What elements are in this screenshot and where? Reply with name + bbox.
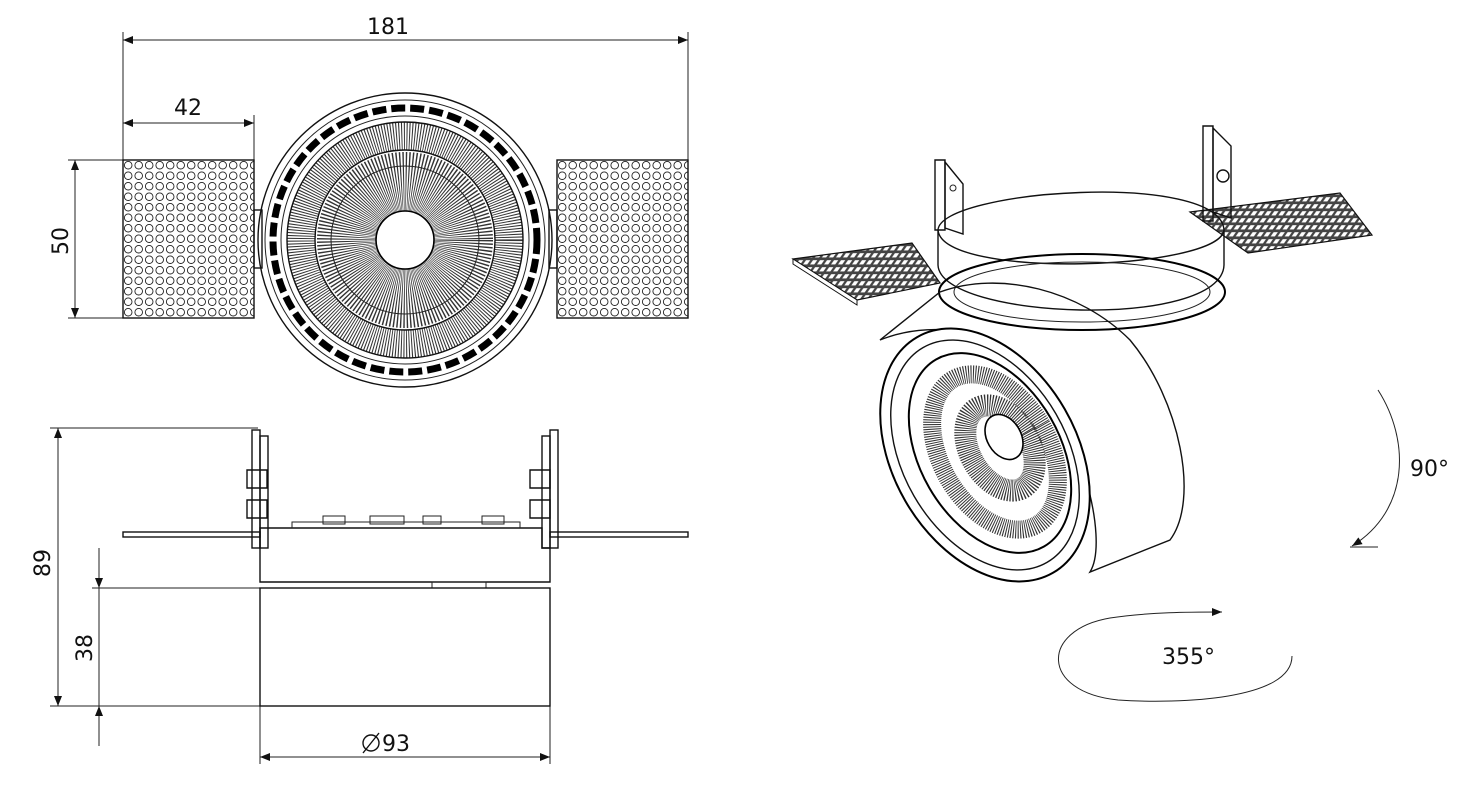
left-mounting-panel: [122, 159, 263, 319]
tilt-indicator: 90°: [1350, 389, 1449, 548]
iso-ring: [937, 191, 1226, 331]
diameter-label: 93: [382, 732, 410, 757]
housing-upper: [259, 515, 551, 589]
dimension-head-height: 38: [73, 548, 260, 746]
head-height-label: 38: [73, 634, 98, 662]
dimension-diameter: 93: [259, 706, 551, 764]
dimension-overall-height: 89: [31, 427, 260, 707]
diameter-symbol: [362, 732, 380, 754]
panel-height-label: 50: [49, 227, 74, 255]
dimension-panel-width: 42: [123, 96, 255, 160]
pan-indicator: 355°: [1058, 608, 1293, 702]
top-view: 181 42 50: [49, 15, 689, 388]
iso-left-grill: [791, 242, 942, 306]
side-view: 89 38 93: [31, 427, 689, 764]
lamp-top-circle: [257, 92, 553, 388]
iso-right-grill: [1188, 192, 1374, 254]
housing-lamp-head: [259, 587, 551, 707]
tilt-angle-label: 90°: [1410, 457, 1449, 482]
pan-angle-label: 355°: [1162, 645, 1215, 670]
iso-lamp-head: [879, 282, 1185, 583]
overall-width-label: 181: [367, 15, 409, 40]
overall-height-label: 89: [31, 549, 56, 577]
dimension-overall-width: 181: [122, 15, 689, 160]
side-flanges: [122, 429, 689, 549]
isometric-view: [791, 125, 1374, 583]
iso-brackets: [934, 125, 1232, 235]
dimension-panel-height: 50: [49, 159, 123, 319]
panel-width-label: 42: [174, 96, 202, 121]
right-mounting-panel: [548, 159, 689, 319]
